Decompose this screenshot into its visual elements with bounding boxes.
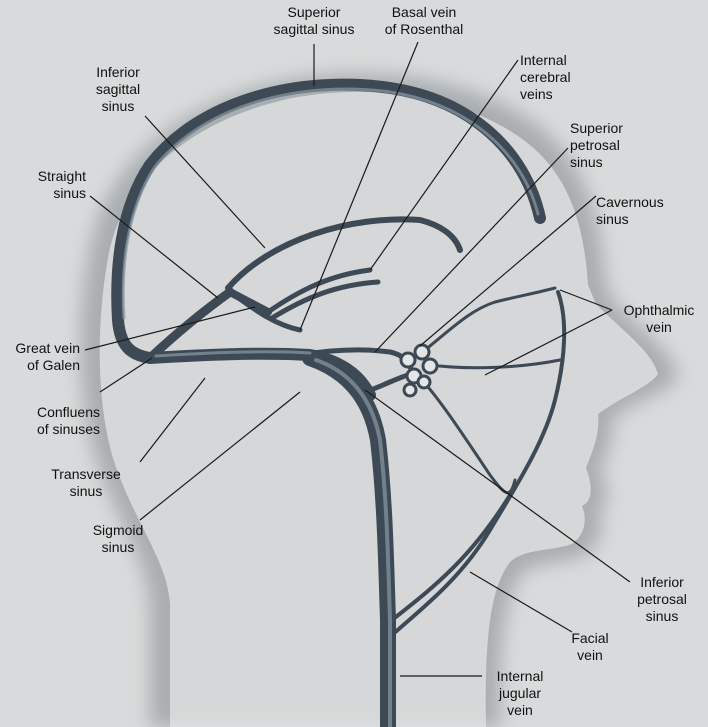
ophthalmic-vein-vessel: [420, 286, 562, 494]
internal-cerebral-veins-vessel: [265, 267, 381, 321]
cavernous-sinus-vessel: [399, 343, 439, 398]
inferior-sagittal-sinus-vessel: [225, 216, 463, 291]
jugular-tributary-vessel: [390, 493, 512, 622]
leader-lines: [84, 41, 631, 677]
superior-sagittal-sinus-vessel: [111, 78, 546, 364]
head-fill: [99, 91, 658, 727]
basal-vein-vessel: [227, 289, 303, 333]
straight-sinus-vessel: [145, 287, 235, 363]
facial-vein-vessel: [390, 290, 567, 637]
